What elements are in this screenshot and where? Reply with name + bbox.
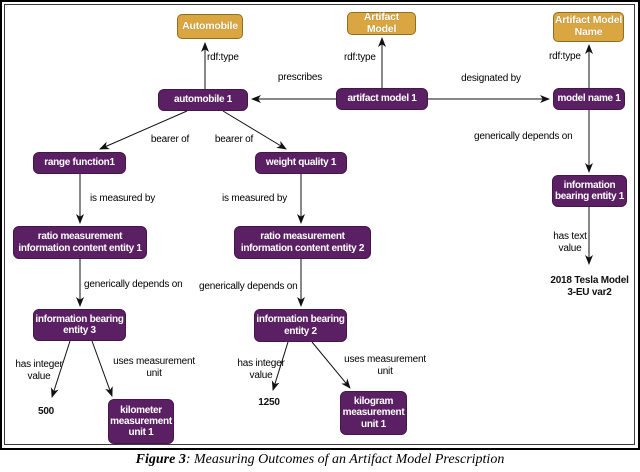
node-range-function-1: range function1 [33,152,126,174]
node-ratio-measurement-ice-1: ratio measurement information content en… [13,226,147,259]
edge-label-is-measured-by-1: is measured by [90,193,156,204]
figure-caption-number: Figure 3 [135,452,186,467]
node-automobile-class: Automobile [177,14,243,39]
node-information-bearing-entity-2: information bearing entity 2 [254,309,347,342]
literal-tesla-model: 2018 Tesla Model 3-EU var2 [550,275,629,298]
edge-uses-unit-right [311,341,351,389]
edge-label-gen-depends-2: generically depends on [199,281,298,292]
node-kilogram-measurement-unit-1: kilogram measurement unit 1 [340,391,407,435]
node-information-bearing-entity-3: information bearing entity 3 [33,309,126,341]
node-automobile-1: automobile 1 [158,89,248,111]
edge-label-bearer-of-1: bearer of [150,134,190,145]
edge-has-integer-value-left [50,340,71,398]
figure-inner-frame [4,4,635,445]
edge-label-gen-depends-1: generically depends on [84,279,183,290]
node-weight-quality-1: weight quality 1 [255,152,347,174]
edge-label-has-integer-value-1: has integer value [15,359,63,382]
node-artifact-model-class: Artifact Model [347,11,416,35]
edge-has-integer-value-right [271,341,289,391]
edge-label-uses-measurement-unit-1: uses measurement unit [113,356,195,379]
node-model-name-1: model name 1 [553,88,625,110]
edges-layer [50,37,593,398]
edge-label-uses-measurement-unit-2: uses measurement unit [344,354,426,377]
edge-label-rdf-type-1: rdf:type [207,52,239,63]
edge-label-has-integer-value-2: has integer value [237,358,285,381]
edge-bearer-of-left [99,110,188,150]
edge-label-gen-depends-3: generically depends on [474,131,573,142]
edge-label-has-text-value: has text value [553,231,587,254]
node-kilometer-measurement-unit-1: kilometer measurement unit 1 [108,399,174,444]
node-artifact-model-name-class: Artifact Model Name [553,12,624,42]
edge-label-prescribes: prescribes [277,72,323,83]
edge-bearer-of-right [222,110,287,150]
edge-label-bearer-of-2: bearer of [214,134,254,145]
edge-label-rdf-type-3: rdf:type [549,51,581,62]
edge-label-rdf-type-2: rdf:type [344,52,376,63]
node-information-bearing-entity-1: information bearing entity 1 [552,175,627,207]
node-ratio-measurement-ice-2: ratio measurement information content en… [234,226,371,259]
literal-1250: 1250 [258,397,280,408]
literal-500: 500 [37,406,55,417]
figure-caption-text: : Measuring Outcomes of an Artifact Mode… [185,452,505,467]
node-artifact-model-1: artifact model 1 [336,88,428,110]
edge-label-is-measured-by-2: is measured by [222,193,288,204]
edge-label-designated-by: designated by [461,73,521,84]
figure-caption: Figure 3: Measuring Outcomes of an Artif… [0,452,640,468]
edge-uses-unit-left [91,340,113,397]
